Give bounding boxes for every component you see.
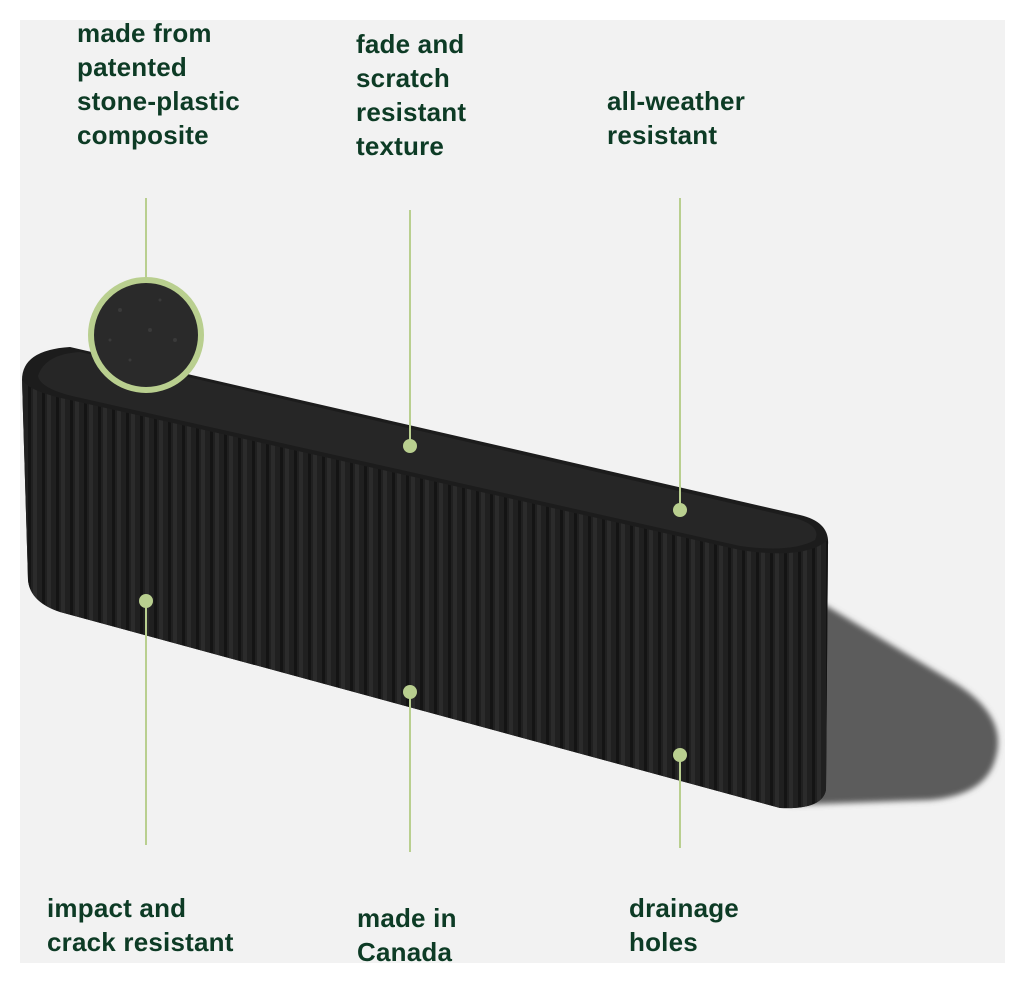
callout-text: texture (356, 131, 445, 161)
callout-text: crack resistant (47, 927, 234, 957)
planter-shadow (790, 590, 998, 805)
callout-text: impact and (47, 893, 187, 923)
callout-text: all-weather (607, 86, 746, 116)
callout-drainage: drainage holes (629, 891, 739, 959)
callout-text: fade and (356, 29, 465, 59)
callout-texture: fade and scratch resistant texture (356, 27, 466, 163)
callout-text: made in (357, 903, 457, 933)
callout-text: patented (77, 52, 187, 82)
callout-weather: all-weather resistant (607, 84, 745, 152)
planter-opening (38, 352, 817, 549)
texture-magnifier (88, 277, 204, 393)
callout-origin: made in Canada (357, 901, 457, 969)
planter-front-face (22, 380, 828, 809)
callout-text: made from (77, 18, 212, 48)
callout-text: scratch (356, 63, 450, 93)
callout-dots (139, 439, 687, 762)
callout-text: stone-plastic (77, 86, 240, 116)
callout-text: resistant (607, 120, 718, 150)
callout-lines (145, 198, 681, 852)
callout-text: composite (77, 120, 209, 150)
callout-impact: impact and crack resistant (47, 891, 234, 959)
callout-text: Canada (357, 937, 453, 967)
callout-text: drainage (629, 893, 739, 923)
callout-material: made from patented stone-plastic composi… (77, 16, 240, 152)
callout-text: holes (629, 927, 698, 957)
callout-text: resistant (356, 97, 467, 127)
